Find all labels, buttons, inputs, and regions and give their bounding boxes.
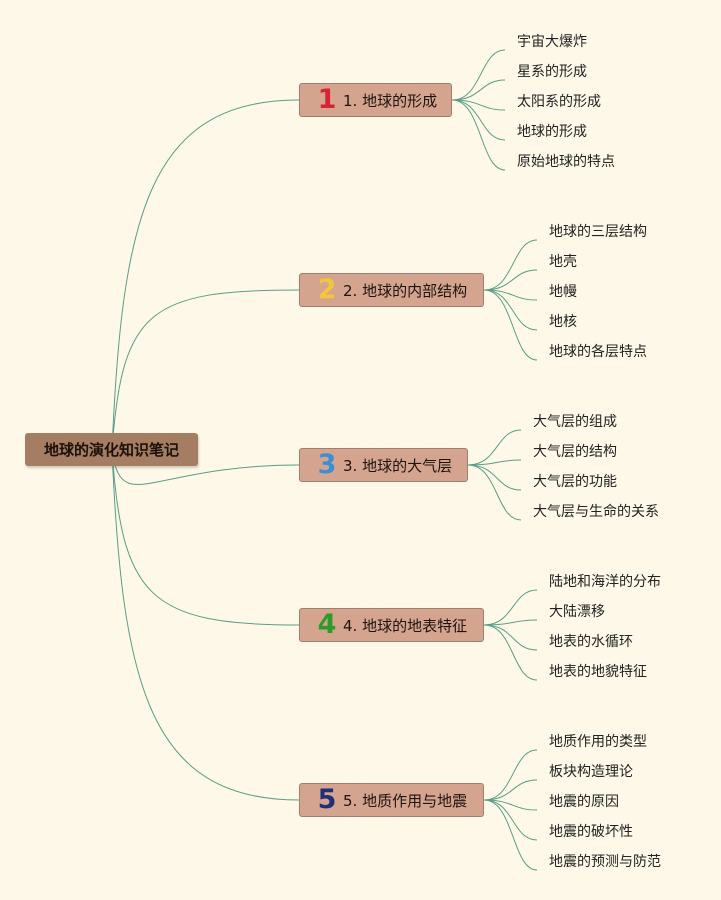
connector-line [483, 624, 538, 651]
leaf-item[interactable]: 地壳 [549, 254, 577, 270]
leaf-item[interactable]: 地球的形成 [517, 124, 587, 140]
branch-node-3[interactable]: 3 3. 地球的大气层 [299, 448, 468, 482]
connector-line [467, 464, 522, 521]
number-2-icon: 2 [317, 274, 337, 305]
connector-line [483, 239, 538, 291]
connector-line [483, 624, 538, 681]
leaf-item[interactable]: 板块构造理论 [549, 764, 633, 780]
connector-line [451, 49, 506, 101]
leaf-item[interactable]: 地表的水循环 [549, 634, 633, 650]
number-4-icon: 4 [317, 609, 337, 640]
connector-line [483, 289, 538, 361]
connector-line [111, 99, 300, 451]
connector-line [483, 289, 538, 331]
leaf-item[interactable]: 大气层的组成 [533, 414, 617, 430]
connector-line [483, 269, 538, 291]
number-1-icon: 1 [317, 84, 337, 115]
connector-line [483, 749, 538, 801]
branch-node-5[interactable]: 5 5. 地质作用与地震 [299, 783, 484, 817]
leaf-item[interactable]: 太阳系的形成 [517, 94, 601, 110]
connector-line [483, 619, 538, 626]
root-label: 地球的演化知识笔记 [43, 441, 179, 459]
branch-label: 3. 地球的大气层 [343, 456, 453, 475]
leaf-item[interactable]: 大气层的结构 [533, 444, 617, 460]
connector-line [111, 449, 300, 626]
connector-line [483, 799, 538, 841]
connector-line [467, 429, 522, 466]
connector-line [483, 779, 538, 801]
branch-label: 5. 地质作用与地震 [343, 791, 468, 810]
root-node[interactable]: 地球的演化知识笔记 [25, 433, 198, 466]
leaf-item[interactable]: 地质作用的类型 [549, 734, 647, 750]
connector-line [467, 459, 522, 466]
connector-line [111, 449, 300, 485]
branch-label: 2. 地球的内部结构 [343, 281, 468, 300]
leaf-item[interactable]: 星系的形成 [517, 64, 587, 80]
branch-node-2[interactable]: 2 2. 地球的内部结构 [299, 273, 484, 307]
leaf-item[interactable]: 陆地和海洋的分布 [549, 574, 661, 590]
leaf-item[interactable]: 地球的三层结构 [549, 224, 647, 240]
connector-line [467, 464, 522, 491]
leaf-item[interactable]: 大气层与生命的关系 [533, 504, 659, 520]
branch-label: 1. 地球的形成 [343, 91, 438, 110]
connector-line [451, 99, 506, 141]
number-3-icon: 3 [317, 449, 337, 480]
connector-line [111, 449, 300, 801]
connector-line [451, 99, 506, 171]
number-5-icon: 5 [317, 784, 337, 815]
leaf-item[interactable]: 大气层的功能 [533, 474, 617, 490]
branch-label: 4. 地球的地表特征 [343, 616, 468, 635]
leaf-item[interactable]: 地球的各层特点 [549, 344, 647, 360]
connector-line [111, 289, 300, 451]
connector-line [483, 799, 538, 811]
leaf-item[interactable]: 原始地球的特点 [517, 154, 615, 170]
leaf-item[interactable]: 地表的地貌特征 [549, 664, 647, 680]
leaf-item[interactable]: 地震的原因 [549, 794, 619, 810]
leaf-item[interactable]: 地核 [549, 314, 577, 330]
leaf-item[interactable]: 大陆漂移 [549, 604, 605, 620]
branch-node-1[interactable]: 1 1. 地球的形成 [299, 83, 452, 117]
connector-line [483, 799, 538, 871]
branch-node-4[interactable]: 4 4. 地球的地表特征 [299, 608, 484, 642]
connector-line [451, 99, 506, 111]
leaf-item[interactable]: 地幔 [549, 284, 577, 300]
leaf-item[interactable]: 地震的预测与防范 [549, 854, 661, 870]
connector-line [483, 289, 538, 301]
leaf-item[interactable]: 宇宙大爆炸 [517, 34, 587, 50]
connector-line [451, 79, 506, 101]
leaf-item[interactable]: 地震的破坏性 [549, 824, 633, 840]
connector-line [483, 589, 538, 626]
